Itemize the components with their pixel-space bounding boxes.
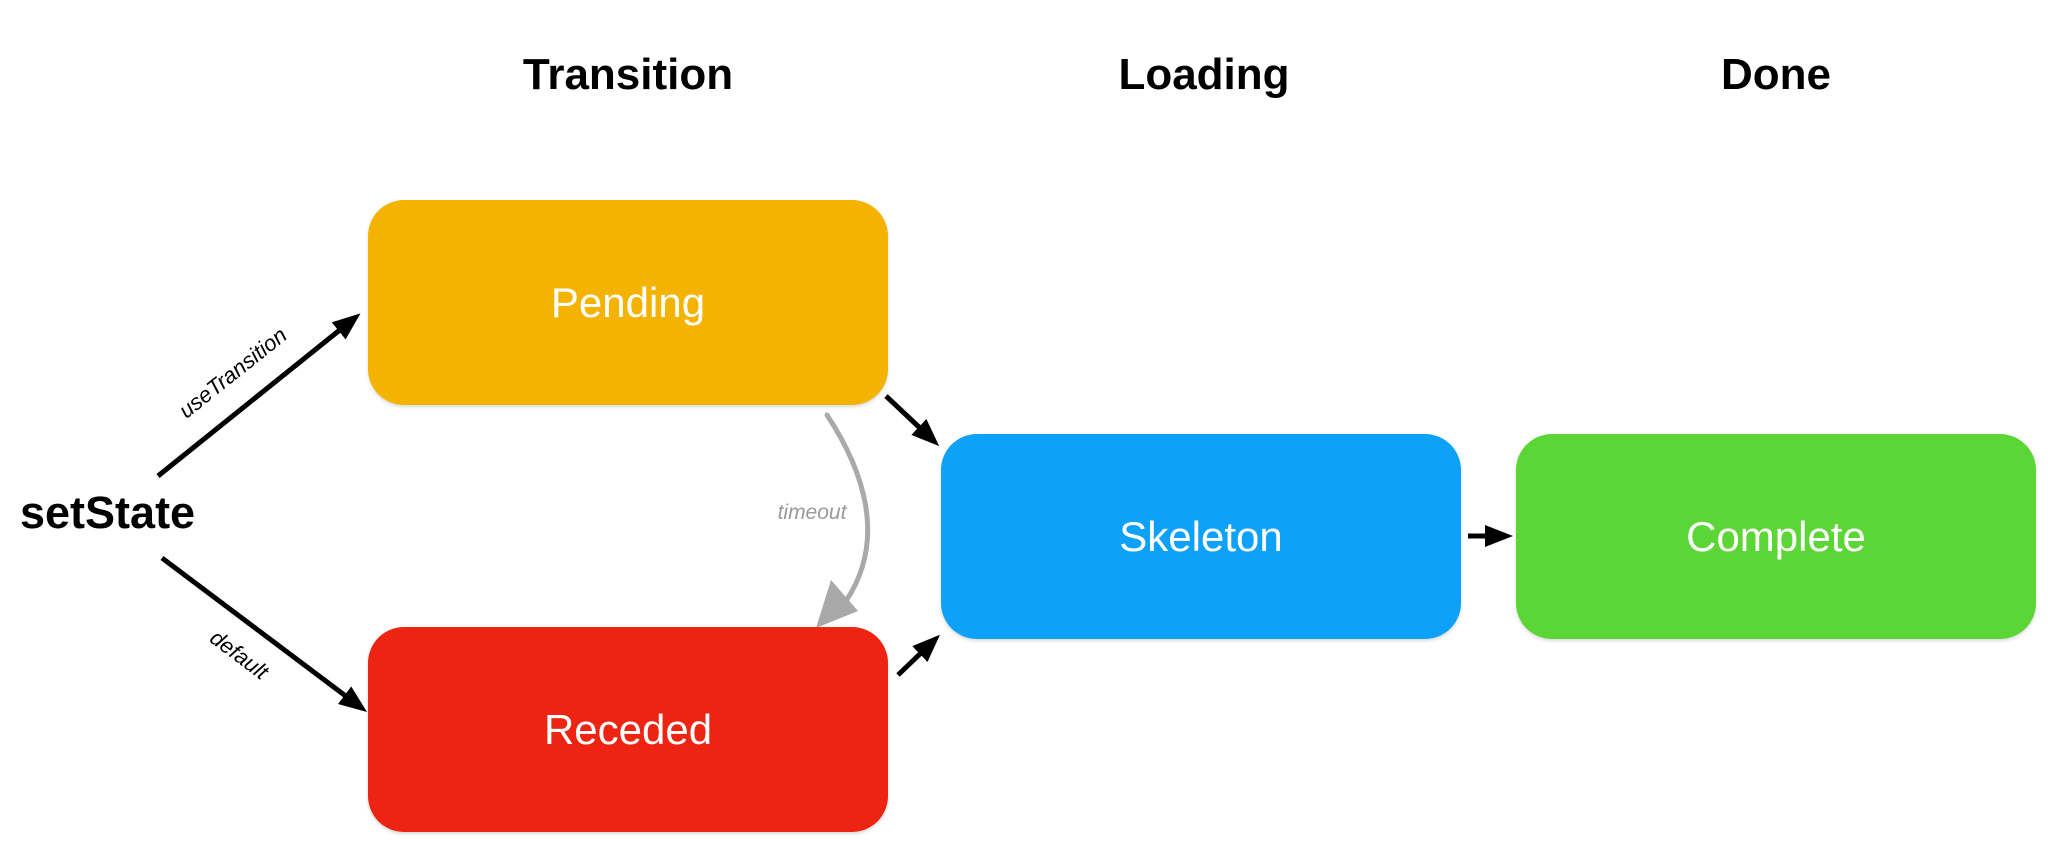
column-header-done: Done [1721, 50, 1831, 99]
timeout-arrowhead-icon [816, 580, 858, 628]
edge-receded-to-skeleton-arrow [896, 634, 941, 677]
node-pending-label: Pending [550, 278, 706, 326]
edge-timeout-curve [824, 412, 871, 604]
edge-setstate-to-pending-arrow [156, 313, 361, 478]
node-receded-label: Receded [543, 705, 713, 753]
node-pending: Pending [368, 200, 888, 405]
edge-setstate-to-receded-arrow [160, 556, 367, 713]
node-complete-label: Complete [1686, 512, 1866, 560]
edge-label-timeout: timeout [777, 501, 847, 524]
node-skeleton-label: Skeleton [1119, 512, 1283, 560]
set-state-label: setState [20, 487, 196, 538]
node-skeleton: Skeleton [941, 434, 1461, 639]
column-header-loading: Loading [1118, 50, 1290, 99]
edge-pending-to-skeleton-arrow [884, 394, 940, 447]
node-complete: Complete [1516, 434, 2036, 639]
column-header-transition: Transition [522, 50, 734, 99]
node-receded: Receded [368, 627, 888, 832]
